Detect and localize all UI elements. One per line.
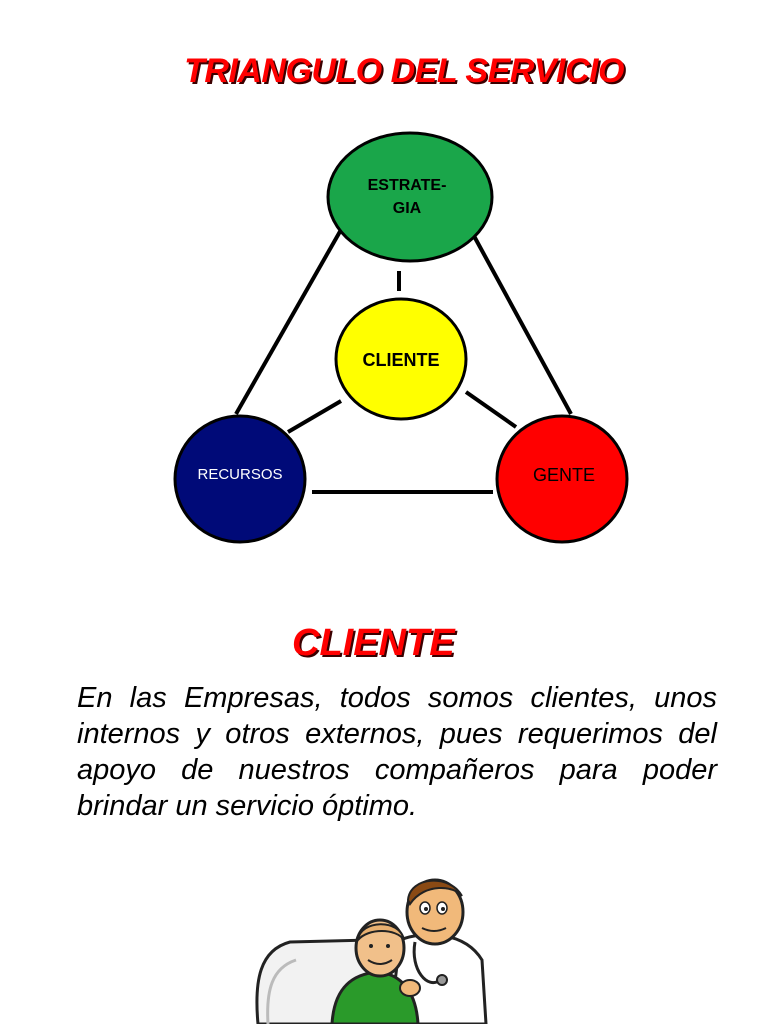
node-estrategia-label-line1: ESTRATE- [368,177,447,194]
node-estrategia-circle [326,131,494,263]
node-gente: GENTE [495,414,629,544]
node-estrategia-label-line2: GIA [393,200,422,217]
node-recursos: RECURSOS [173,414,307,544]
node-recursos-circle [173,414,307,544]
doctor-patient-illustration [255,878,488,1024]
node-cliente-label: CLIENTE [362,350,439,370]
node-gente-circle [495,414,629,544]
node-estrategia: ESTRATE- GIA [326,131,494,263]
edge-cliente-gente [464,390,518,429]
section-heading: CLIENTE [292,622,455,664]
edge-cliente-recursos [286,399,343,434]
edge-estrategia-gente [472,235,573,415]
node-cliente: CLIENTE [334,297,468,421]
edge-estrategia-recursos [234,227,344,415]
node-gente-label: GENTE [533,465,595,485]
node-cliente-circle [334,297,468,421]
body-paragraph: En las Empresas, todos somos clientes, u… [77,682,717,822]
service-triangle-diagram: ESTRATE- GIA CLIENTE RECURSOS GENTE [173,131,629,544]
node-recursos-label: RECURSOS [197,466,282,483]
slide-title: TRIANGULO DEL SERVICIO [184,52,624,90]
